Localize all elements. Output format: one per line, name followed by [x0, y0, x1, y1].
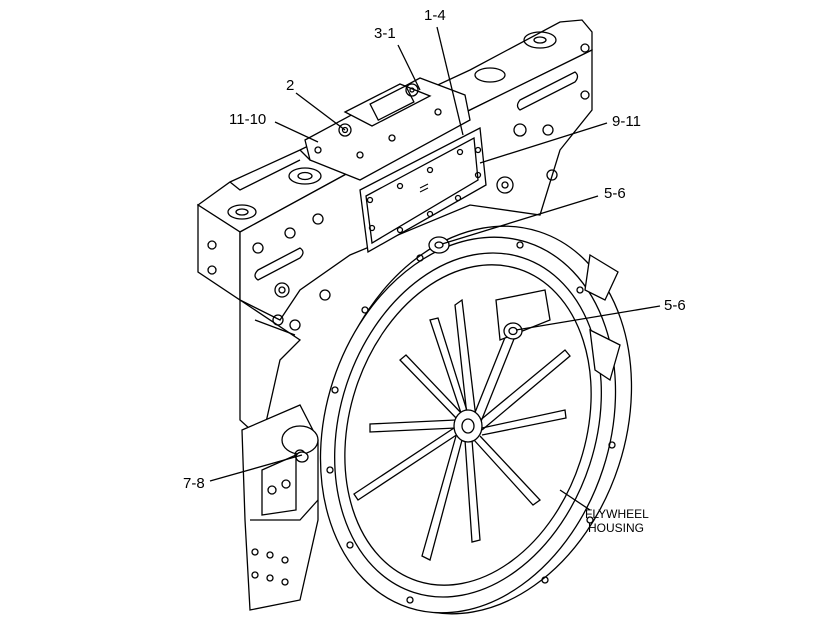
leader-1-4: [436, 26, 464, 136]
leader-flywheel-housing: [559, 489, 591, 511]
leader-2: [295, 92, 346, 131]
leader-9-11: [479, 122, 608, 164]
callout-1-4: 1-4: [424, 7, 446, 24]
callout-labels: 3-1 1-4 2 11-10 9-11 5-6 5-6 7-8 FLYWHEE…: [183, 7, 686, 535]
flywheel-spokes: [353, 298, 571, 561]
callout-5-6-hub: 5-6: [664, 297, 686, 314]
leader-5-6-top: [441, 195, 599, 245]
engine-foot: [241, 404, 319, 611]
callout-9-11: 9-11: [612, 113, 641, 130]
leader-11-10: [274, 121, 319, 143]
leader-3-1: [397, 44, 421, 91]
leader-lines: [209, 26, 661, 511]
side-bolt-bosses: [207, 43, 590, 301]
rocker-base: [304, 77, 471, 181]
leader-5-6-hub: [515, 305, 661, 331]
callout-3-1: 3-1: [374, 25, 396, 42]
callout-2: 2: [286, 77, 294, 94]
leader-7-8: [209, 454, 303, 482]
callout-5-6-top: 5-6: [604, 185, 626, 202]
callout-11-10: 11-10: [229, 111, 266, 128]
flywheel-housing-label-line2: HOUSING: [588, 521, 644, 535]
callout-7-8: 7-8: [183, 475, 205, 492]
flywheel-housing-label-line1: FLYWHEEL: [585, 507, 649, 521]
side-cover-plate: [359, 126, 487, 254]
